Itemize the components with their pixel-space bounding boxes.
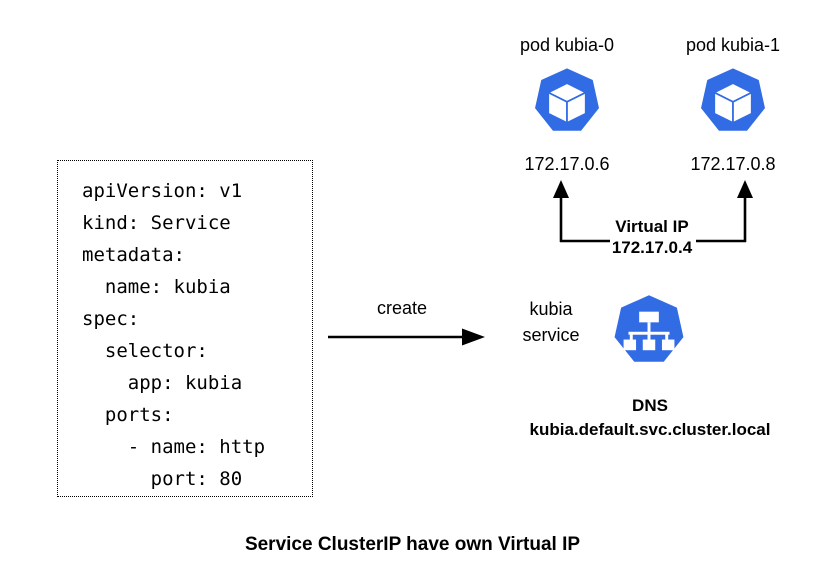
dns-block: DNS kubia.default.svc.cluster.local: [495, 394, 805, 442]
pod-ip-address: 172.17.0.6: [524, 154, 610, 174]
service-name-line1: kubia: [529, 299, 573, 319]
kubernetes-pod-icon: [658, 66, 808, 144]
dns-title: DNS: [632, 396, 668, 415]
diagram-caption: Service ClusterIP have own Virtual IP: [244, 534, 581, 555]
kubernetes-pod-icon: [492, 66, 642, 144]
dns-name: kubia.default.svc.cluster.local: [529, 420, 771, 439]
pod-node-kubia-0: pod kubia-0 172.17.0.6: [492, 34, 642, 175]
virtual-ip-title: Virtual IP: [615, 217, 689, 236]
service-manifest-code: apiVersion: v1 kind: Service metadata: n…: [82, 180, 266, 490]
arrow-right-icon: [328, 325, 486, 354]
service-name-line2: service: [522, 325, 580, 345]
create-edge-label: create: [377, 298, 428, 318]
pod-title: pod kubia-0: [519, 35, 615, 55]
service-name-label: kubia service: [505, 296, 597, 348]
virtual-ip-label: Virtual IP 172.17.0.4: [597, 216, 707, 258]
kubernetes-service-icon: [608, 292, 690, 374]
pod-node-kubia-1: pod kubia-1 172.17.0.8: [658, 34, 808, 175]
virtual-ip-address: 172.17.0.4: [611, 238, 693, 257]
pod-title: pod kubia-1: [685, 35, 781, 55]
pod-ip-address: 172.17.0.8: [690, 154, 776, 174]
service-manifest-box: apiVersion: v1 kind: Service metadata: n…: [57, 160, 313, 497]
bracket-arrows-up-icon: [548, 180, 758, 255]
